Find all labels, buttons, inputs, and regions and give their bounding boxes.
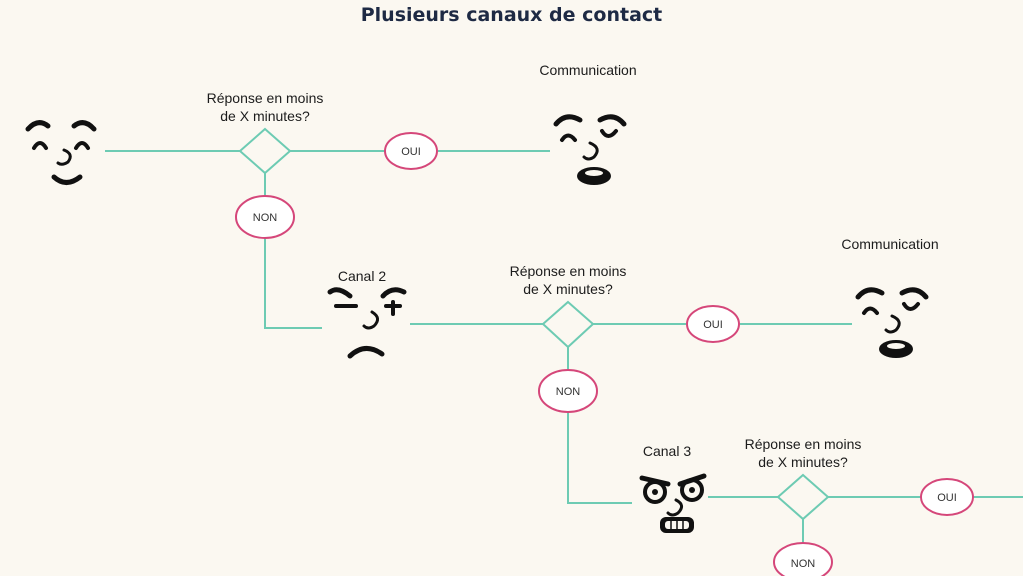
question-label-line1: Réponse en moins bbox=[207, 90, 324, 106]
question-label-line2: de X minutes? bbox=[220, 108, 310, 124]
yes-pill: OUI bbox=[384, 132, 438, 170]
decision-diamond-2 bbox=[541, 300, 595, 349]
channel-label-2: Canal 2 bbox=[338, 268, 386, 284]
question-label-line1: Réponse en moins bbox=[510, 263, 627, 279]
question-label-line2: de X minutes? bbox=[758, 454, 848, 470]
channel-label-3: Canal 3 bbox=[643, 443, 691, 459]
communication-label: Communication bbox=[841, 236, 938, 252]
suspicious-face-icon bbox=[327, 287, 407, 359]
no-pill: NON bbox=[773, 542, 833, 576]
question-label-line2: de X minutes? bbox=[523, 281, 613, 297]
no-pill: NON bbox=[538, 369, 598, 413]
yes-pill: OUI bbox=[920, 478, 974, 516]
no-label: NON bbox=[791, 558, 816, 570]
no-label: NON bbox=[556, 386, 581, 398]
communication-label: Communication bbox=[539, 62, 636, 78]
diagram-title: Plusieurs canaux de contact bbox=[360, 4, 663, 26]
no-pill: NON bbox=[235, 195, 295, 239]
no-label: NON bbox=[253, 212, 278, 224]
decision-diamond-1 bbox=[238, 127, 292, 175]
yes-pill: OUI bbox=[686, 305, 740, 343]
sad-face-icon bbox=[855, 287, 929, 358]
question-label-line1: Réponse en moins bbox=[745, 436, 862, 452]
connector bbox=[567, 412, 632, 504]
connector bbox=[264, 238, 322, 329]
connectors bbox=[105, 150, 1023, 545]
happy-face-icon bbox=[25, 120, 97, 185]
decision-diamond-3 bbox=[776, 473, 830, 521]
angry-face-icon bbox=[639, 473, 707, 533]
yes-label: OUI bbox=[937, 492, 957, 504]
yes-label: OUI bbox=[401, 146, 421, 158]
yes-label: OUI bbox=[703, 319, 723, 331]
sad-face-icon bbox=[553, 114, 627, 185]
